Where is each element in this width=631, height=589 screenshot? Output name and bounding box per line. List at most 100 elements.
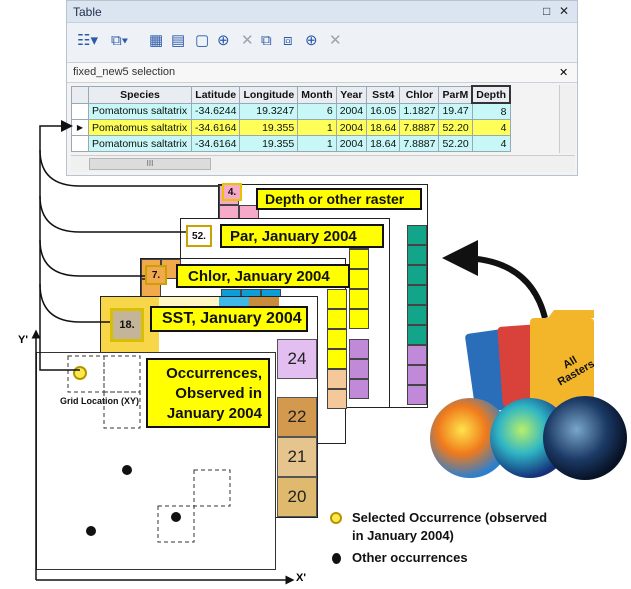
raster-cell (349, 359, 369, 379)
paste-icon[interactable]: ⧈ (283, 32, 293, 49)
table-cell: -34.6164 (190, 135, 241, 152)
switch-selection-icon[interactable]: ▤ (171, 32, 186, 49)
selected-occurrence-point (73, 366, 87, 380)
chlor-layer-label: Chlor, January 2004 (176, 264, 350, 288)
row-selector[interactable] (71, 135, 89, 152)
table-cell: Pomatomus saltatrix (88, 119, 192, 136)
zoom-to-selected-icon[interactable]: ⊕ (217, 32, 230, 49)
sst-layer-label: SST, January 2004 (150, 306, 308, 332)
raster-cell (327, 389, 347, 409)
occurrences-label-line: January 2004 (166, 405, 262, 422)
occurrences-label-line: Observed in (175, 385, 262, 402)
table-cell: 19.355 (239, 119, 299, 136)
link-arrows (39, 120, 218, 371)
table-row-selected[interactable]: ▶ Pomatomus saltatrix -34.6164 19.355 1 … (71, 119, 511, 136)
sst-cell-value: 18. (110, 308, 144, 342)
y-axis-label: Y' (18, 334, 28, 346)
related-tables-icon[interactable]: ⧉▾ (111, 32, 129, 49)
add-field-icon[interactable]: ⊕ (305, 32, 318, 49)
column-header[interactable]: Species (88, 85, 192, 104)
remove-icon[interactable]: ✕ (329, 32, 342, 49)
sst-value-cell: 24 (277, 339, 317, 379)
raster-cell (349, 249, 369, 269)
table-cell: -34.6244 (190, 102, 241, 120)
sst-value-cell: 20 (277, 477, 317, 517)
selection-close-icon[interactable]: ✕ (559, 67, 569, 79)
raster-cell (407, 345, 427, 365)
import-arrow (442, 240, 548, 319)
horizontal-scroll-thumb[interactable]: III (89, 158, 211, 170)
restore-icon[interactable]: □ (543, 4, 551, 18)
par-globe-icon (543, 396, 627, 480)
table-cell: 7.8887 (399, 119, 440, 136)
table-options-icon[interactable]: ☷▾ (77, 32, 98, 49)
raster-cell (327, 369, 347, 389)
table-cell: 19.355 (239, 135, 299, 152)
row-header-corner (71, 85, 89, 104)
table-row[interactable]: Pomatomus saltatrix -34.6164 19.355 1 20… (71, 135, 511, 152)
raster-cell (407, 265, 427, 285)
table-cell: 2004 (335, 119, 368, 136)
column-header[interactable]: Year (335, 85, 368, 104)
legend-selected-marker (330, 512, 342, 524)
par-layer-label: Par, January 2004 (220, 224, 384, 248)
raster-cell (407, 305, 427, 325)
column-header[interactable]: Chlor (399, 85, 440, 104)
table-cell: 52.20 (438, 135, 473, 152)
raster-cell (407, 225, 427, 245)
table-cell: 2004 (335, 102, 368, 120)
other-occurrence-point (122, 465, 132, 475)
raster-cell (407, 285, 427, 305)
select-by-attributes-icon[interactable]: ▦ (149, 32, 164, 49)
table-toolbar: ☷▾ ⧉▾ ▦ ▤ ▢ ⊕ ✕ ⧉ ⧈ ⊕ ✕ (67, 23, 577, 63)
raster-cell (327, 309, 347, 329)
selection-tab-bar: fixed_new5 selection ✕ (67, 63, 577, 83)
column-header[interactable]: ParM (438, 85, 473, 104)
sst-value-cell: 22 (277, 397, 317, 437)
column-header[interactable]: Latitude (190, 85, 241, 104)
table-cell: 2004 (335, 135, 368, 152)
legend-other-label: Other occurrences (352, 550, 468, 565)
table-cell: 19.3247 (239, 102, 299, 120)
column-header[interactable]: Longitude (239, 85, 299, 104)
grid-location-label: Grid Location (XY) (60, 396, 140, 406)
column-header[interactable]: Sst4 (366, 85, 401, 104)
vertical-scrollbar[interactable] (559, 85, 576, 153)
raster-cell (327, 349, 347, 369)
other-occurrence-point (171, 512, 181, 522)
table-cell: 18.64 (366, 135, 401, 152)
selection-tab[interactable]: fixed_new5 selection (73, 66, 176, 78)
column-header[interactable]: Depth (471, 85, 511, 104)
column-header[interactable]: Month (297, 85, 337, 104)
depth-cell-value: 4. (222, 183, 242, 201)
chlor-cell-value: 7. (145, 265, 167, 285)
legend-selected-label-cont: in January 2004) (352, 528, 454, 543)
table-cell: 1 (297, 119, 337, 136)
legend-other-marker (332, 553, 341, 564)
copy-selected-icon[interactable]: ⧉ (261, 32, 272, 49)
table-cell: 7.8887 (399, 135, 440, 152)
clear-selection-icon[interactable]: ▢ (195, 32, 210, 49)
table-cell: 52.20 (438, 119, 473, 136)
raster-cell (407, 385, 427, 405)
occurrences-label-line: Occurrences, (166, 365, 262, 382)
sst-globe-icon (430, 398, 510, 478)
table-cell: 8 (471, 102, 511, 120)
raster-cell (407, 325, 427, 345)
table-cell: -34.6164 (190, 119, 241, 136)
legend-selected-label: Selected Occurrence (observed (352, 510, 548, 525)
attribute-table: Species Latitude Longitude Month Year Ss… (71, 85, 511, 152)
par-cell-value: 52. (186, 225, 212, 247)
title-bar: Table □ ✕ (67, 1, 577, 23)
raster-cell (327, 329, 347, 349)
other-occurrence-point (86, 526, 96, 536)
raster-cell (349, 379, 369, 399)
dashed-grid-cells (67, 355, 231, 543)
raster-cell (349, 289, 369, 309)
delete-selected-icon[interactable]: ✕ (241, 32, 254, 49)
raster-cell (407, 365, 427, 385)
close-icon[interactable]: ✕ (559, 4, 570, 18)
table-cell: 16.05 (366, 102, 401, 120)
raster-cell (349, 309, 369, 329)
